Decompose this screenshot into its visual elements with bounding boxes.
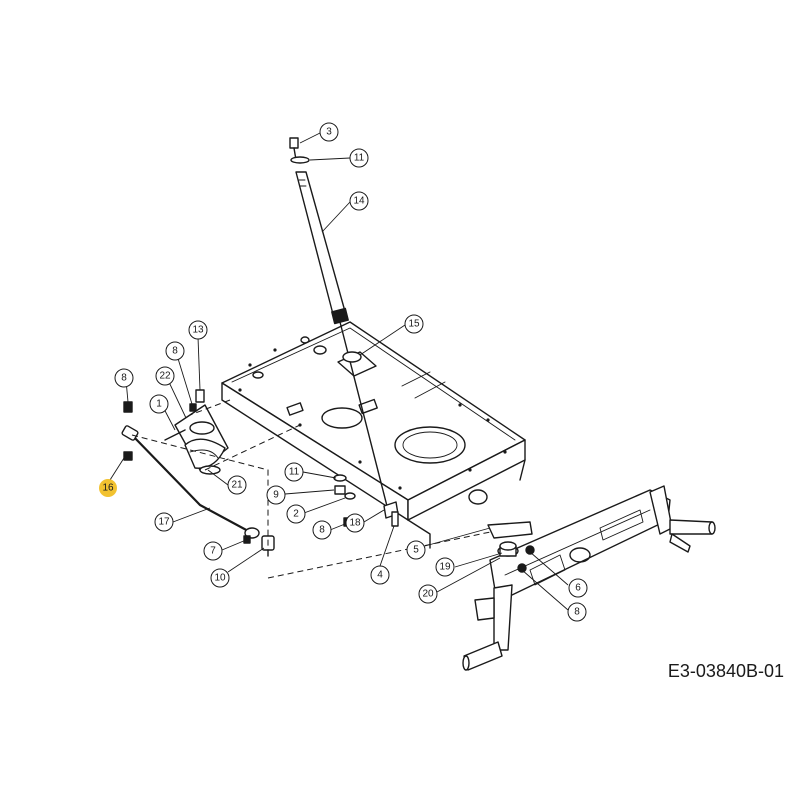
callout-16: 16 bbox=[99, 479, 117, 497]
callout-7: 7 bbox=[203, 541, 223, 561]
callout-label: 16 bbox=[102, 483, 114, 494]
callout-label: 4 bbox=[377, 570, 383, 581]
leader-lines bbox=[109, 132, 569, 611]
callout-4: 4 bbox=[370, 565, 390, 585]
callout-label: 13 bbox=[192, 325, 204, 336]
callout-label: 21 bbox=[231, 480, 243, 491]
callout-label: 18 bbox=[349, 518, 361, 529]
callout-8: 8 bbox=[165, 341, 185, 361]
shaft-top-bolt bbox=[289, 137, 310, 164]
callout-2: 2 bbox=[286, 504, 306, 524]
callouts: 3 11 14 15 13 8 8 22 1 16 21 11 9 2 8 18… bbox=[99, 122, 588, 622]
callout-label: 15 bbox=[408, 319, 420, 330]
callout-label: 2 bbox=[293, 509, 299, 520]
pinion-gear bbox=[383, 501, 399, 527]
callout-label: 17 bbox=[158, 517, 170, 528]
callout-label: 19 bbox=[439, 562, 451, 573]
diagram-code: E3-03840B-01 bbox=[667, 661, 784, 681]
callout-label: 9 bbox=[273, 490, 279, 501]
reference-lines bbox=[131, 399, 501, 579]
bushing bbox=[342, 351, 362, 363]
callout-label: 14 bbox=[353, 196, 365, 207]
callout-8: 8 bbox=[114, 368, 134, 388]
sector-gear-assembly bbox=[164, 389, 229, 475]
callout-14: 14 bbox=[349, 191, 369, 211]
callout-label: 8 bbox=[172, 346, 178, 357]
callout-15: 15 bbox=[404, 314, 424, 334]
callout-label: 10 bbox=[214, 573, 226, 584]
callout-label: 20 bbox=[422, 589, 434, 600]
callout-1: 1 bbox=[149, 394, 169, 414]
callout-8: 8 bbox=[567, 602, 587, 622]
callout-label: 11 bbox=[289, 467, 300, 478]
callout-label: 11 bbox=[354, 153, 365, 164]
callout-6: 6 bbox=[568, 578, 588, 598]
callout-8: 8 bbox=[312, 520, 332, 540]
callout-label: 3 bbox=[326, 127, 332, 138]
callout-11: 11 bbox=[284, 462, 304, 482]
callout-10: 10 bbox=[210, 568, 230, 588]
callout-label: 5 bbox=[413, 545, 419, 556]
callout-11: 11 bbox=[349, 148, 369, 168]
callout-21: 21 bbox=[227, 475, 247, 495]
callout-label: 6 bbox=[575, 583, 581, 594]
callout-19: 19 bbox=[435, 557, 455, 577]
callout-label: 7 bbox=[210, 546, 216, 557]
callout-13: 13 bbox=[188, 320, 208, 340]
callout-3: 3 bbox=[319, 122, 339, 142]
callout-20: 20 bbox=[418, 584, 438, 604]
callout-label: 8 bbox=[319, 525, 325, 536]
callout-9: 9 bbox=[266, 485, 286, 505]
front-axle bbox=[462, 485, 716, 671]
callout-5: 5 bbox=[406, 540, 426, 560]
frame-plate bbox=[221, 321, 526, 549]
callout-17: 17 bbox=[154, 512, 174, 532]
callout-label: 8 bbox=[121, 373, 127, 384]
callout-label: 22 bbox=[159, 371, 171, 382]
callout-22: 22 bbox=[155, 366, 175, 386]
callout-label: 8 bbox=[574, 607, 580, 618]
drag-link bbox=[121, 401, 252, 534]
callout-label: 1 bbox=[156, 399, 162, 410]
callout-18: 18 bbox=[345, 513, 365, 533]
